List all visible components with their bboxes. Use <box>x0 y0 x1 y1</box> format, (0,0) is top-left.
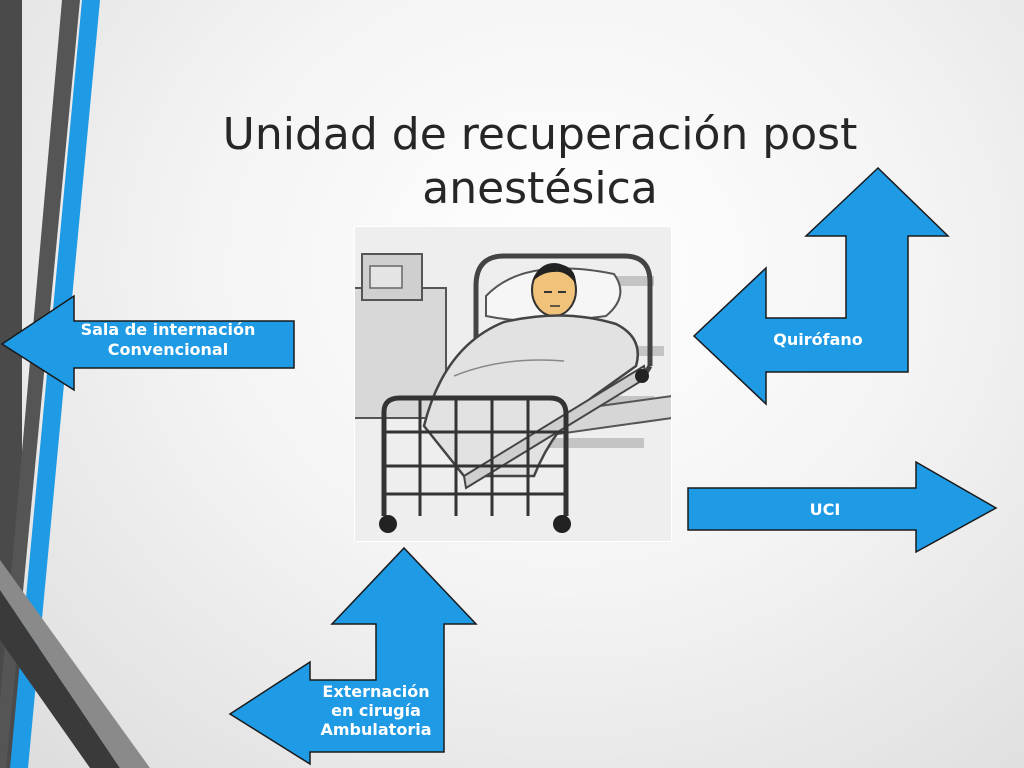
externacion-label-line-2: en cirugía <box>331 701 421 720</box>
arrow-uci-label: UCI <box>780 500 870 520</box>
dark-diagonal-stripe <box>0 0 80 768</box>
hospital-bed-illustration <box>354 226 672 542</box>
gray-corner-stripe <box>0 560 150 768</box>
title-line-1: Unidad de recuperación post <box>222 109 858 160</box>
arrow-externacion-label: Externación en cirugía Ambulatoria <box>306 682 446 739</box>
blue-diagonal-stripe <box>10 0 100 768</box>
title-line-2: anestésica <box>422 163 658 214</box>
quirofano-label: Quirófano <box>773 330 863 349</box>
sala-label-line-1: Sala de internación <box>80 320 256 339</box>
arrow-sala-label: Sala de internación Convencional <box>50 320 286 360</box>
slide-title: Unidad de recuperación post anestésica <box>170 108 910 216</box>
externacion-label-line-1: Externación <box>322 682 430 701</box>
arrow-quirofano-label: Quirófano <box>748 330 888 350</box>
arrow-sala-internacion[interactable] <box>0 294 295 392</box>
uci-label: UCI <box>809 500 841 519</box>
sala-label-line-2: Convencional <box>107 340 229 359</box>
arrow-uci[interactable] <box>687 460 998 554</box>
arrow-externacion[interactable] <box>228 546 478 766</box>
arrow-quirofano[interactable] <box>692 166 950 406</box>
externacion-label-line-3: Ambulatoria <box>320 720 432 739</box>
